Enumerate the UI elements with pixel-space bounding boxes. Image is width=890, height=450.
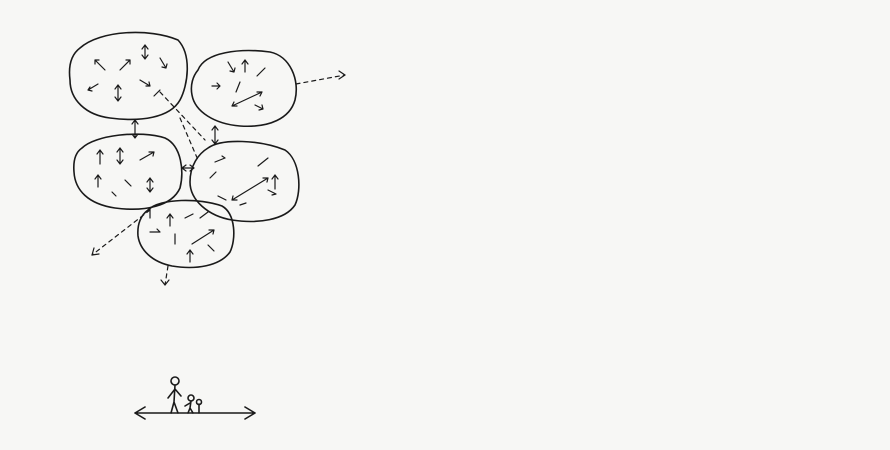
cell-middle-right (189, 140, 300, 223)
cell-bottom (137, 199, 235, 269)
cell-top-left (68, 31, 189, 121)
cell-middle-left-arrows (94, 147, 155, 197)
left-panel-cluster (68, 31, 346, 286)
dashed-connections (91, 70, 346, 286)
cell-bottom-arrows (149, 213, 215, 263)
cell-top-right-arrows (211, 59, 266, 111)
pedestrian-figures-icon (167, 376, 203, 414)
cell-middle-left (73, 133, 183, 210)
cell-top-left-arrows (87, 44, 168, 102)
left-ground (134, 376, 256, 420)
cell-middle-right-arrows (209, 155, 279, 206)
cell-top-right (190, 49, 297, 128)
